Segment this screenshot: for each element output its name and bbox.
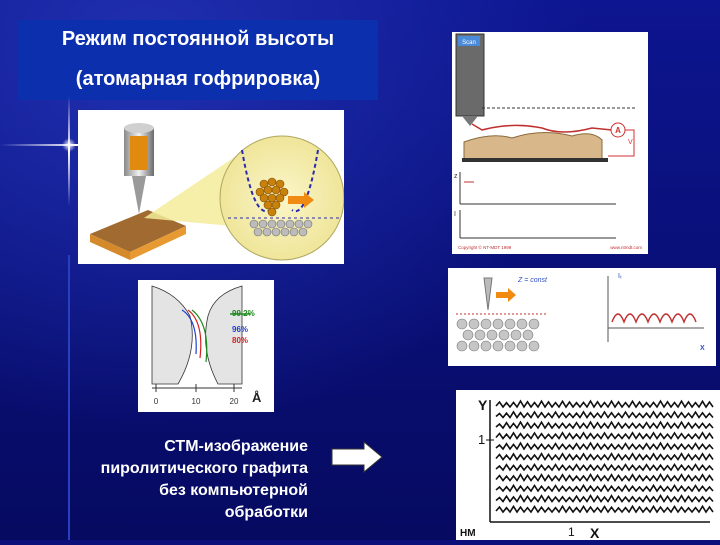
caption-line-3: без компьютерной xyxy=(40,480,308,502)
copyright-text: Copyright © NT-MDT 1999 xyxy=(458,244,512,250)
stm-schematic: Scan A V z I Copyright © NT-MDT 1999 www… xyxy=(452,32,648,254)
x-tick-1: 1 xyxy=(568,525,575,539)
x-axis-label: X xyxy=(590,525,600,540)
scan-line xyxy=(496,454,713,460)
graphite-image-panel: Y 1 НМ 1 X xyxy=(456,390,720,540)
scan-line xyxy=(496,475,713,481)
constant-height-panel: Z = const Iₜ X xyxy=(448,268,716,366)
stm-tip xyxy=(132,176,146,214)
tip-illustration xyxy=(78,110,344,264)
scan-badge-label: Scan xyxy=(462,40,476,46)
scan-line xyxy=(496,422,713,428)
lattice-atoms xyxy=(457,319,539,351)
z-axis-label: z xyxy=(454,173,458,180)
current-oscillation xyxy=(612,314,696,322)
light-flare-center xyxy=(62,138,76,152)
z-const-label: Z = const xyxy=(517,277,548,284)
probe-right-edge xyxy=(206,286,242,384)
scanner-body xyxy=(456,34,484,116)
tip-profile-panel: 99.2% 96% 80% 0 10 20 Å xyxy=(138,280,274,412)
percent-99: 99.2% xyxy=(232,309,255,318)
tick-20: 20 xyxy=(230,397,239,406)
title-line-1: Режим постоянной высоты xyxy=(18,28,378,51)
caption-line-2: пиролитического графита xyxy=(40,458,308,480)
tip-profile-diagram: 99.2% 96% 80% 0 10 20 Å xyxy=(138,280,274,412)
y-tick-1: 1 xyxy=(478,432,485,447)
source-url: www.ntmdt.com xyxy=(610,245,642,250)
scan-line xyxy=(496,465,713,471)
scan-line xyxy=(496,485,713,491)
angstrom-unit: Å xyxy=(252,390,262,405)
probe-left-edge xyxy=(152,286,192,384)
title-box: Режим постоянной высоты (атомарная гофри… xyxy=(18,20,378,100)
scan-line xyxy=(496,443,713,449)
scan-line xyxy=(496,412,713,418)
percent-80: 80% xyxy=(232,336,248,345)
scan-line xyxy=(496,496,713,502)
scanner-tip xyxy=(462,116,478,126)
ammeter-label: A xyxy=(615,126,621,135)
caption-line-4: обработки xyxy=(40,502,308,524)
scan-line xyxy=(496,401,713,407)
tick-10: 10 xyxy=(192,397,201,406)
caption-line-1: СТМ-изображение xyxy=(40,436,308,458)
scan-lines xyxy=(496,401,713,512)
current-axis-label: Iₜ xyxy=(618,273,622,280)
constant-height-diagram: Z = const Iₜ X xyxy=(448,268,716,366)
probe-tip xyxy=(484,278,492,310)
percent-96: 96% xyxy=(232,325,248,334)
move-arrow xyxy=(496,288,516,302)
tip-illustration-panel xyxy=(78,110,344,264)
scan-line xyxy=(496,433,713,439)
x-axis-label: X xyxy=(700,345,705,352)
title-line-2: (атомарная гофрировка) xyxy=(18,68,378,91)
voltage-label: V xyxy=(628,139,633,146)
scan-line xyxy=(496,506,713,512)
y-axis-label: Y xyxy=(478,397,488,413)
image-caption: СТМ-изображение пиролитического графита … xyxy=(40,436,308,524)
sample-surface xyxy=(464,132,602,160)
i-axis-label: I xyxy=(454,211,456,218)
stm-schematic-panel: Scan A V z I Copyright © NT-MDT 1999 www… xyxy=(452,32,648,254)
tick-0: 0 xyxy=(154,397,159,406)
tip-current-trace xyxy=(472,124,612,132)
right-arrow-icon xyxy=(330,440,384,474)
graphite-image: Y 1 НМ 1 X xyxy=(456,390,720,540)
x-unit-label: НМ xyxy=(460,528,476,539)
piezo-core xyxy=(130,136,148,170)
